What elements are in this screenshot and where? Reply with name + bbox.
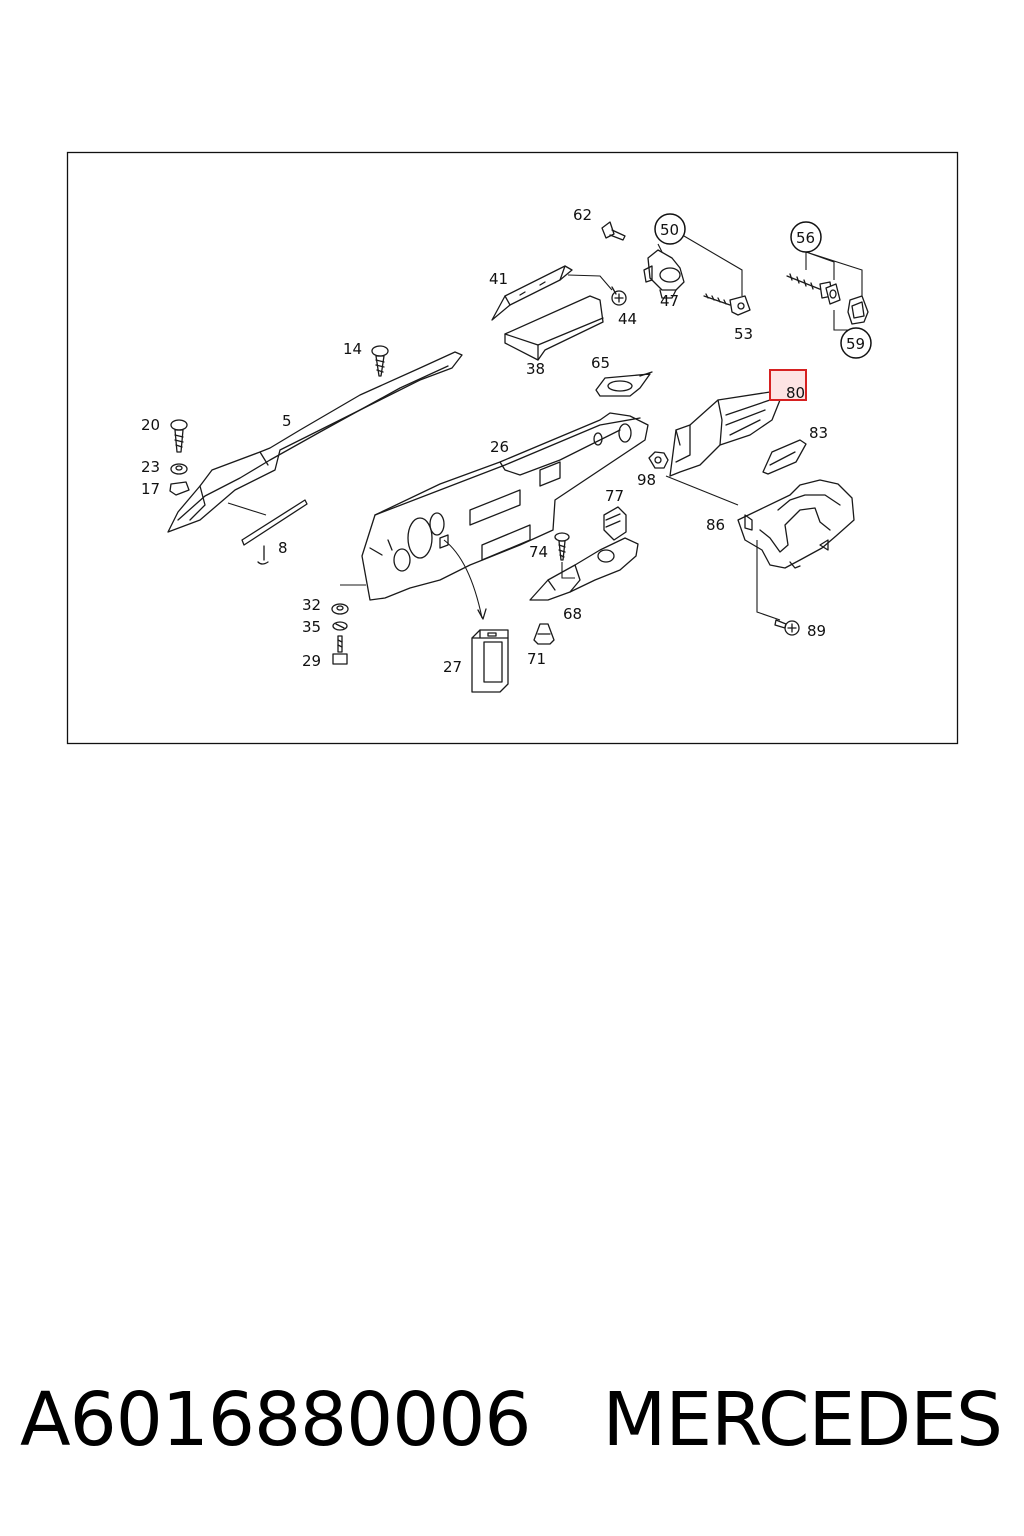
callout-23: 23: [141, 458, 160, 476]
part-23-washer: [170, 463, 188, 475]
brand-name: MERCEDES: [602, 1377, 1003, 1463]
callout-59: 59: [846, 335, 865, 353]
callout-74: 74: [529, 543, 548, 561]
callout-71: 71: [527, 650, 546, 668]
part-44-screw: [611, 286, 627, 306]
part-32-washer: [331, 603, 349, 615]
part-26-dashboard: [340, 412, 649, 620]
part-27-switch-box: [471, 629, 509, 693]
part-71-push-clip: [533, 623, 555, 645]
callout-80-highlight: 80: [769, 369, 807, 402]
part-number: A6016880006: [20, 1377, 531, 1463]
callout-38: 38: [526, 360, 545, 378]
part-89-screw: [774, 619, 800, 636]
callout-98: 98: [637, 471, 656, 489]
part-14-screw: [371, 345, 389, 377]
part-56-key-set: [786, 251, 869, 331]
callout-68: 68: [563, 605, 582, 623]
part-35-spring-washer: [332, 621, 348, 631]
part-8-rod: [227, 499, 308, 565]
diagram-frame: [66, 151, 959, 745]
part-41-bracket: [491, 265, 613, 321]
part-77-clip: [603, 506, 627, 541]
part-83-handle: [762, 439, 807, 475]
callout-32: 32: [302, 596, 321, 614]
callout-29: 29: [302, 652, 321, 670]
callout-50: 50: [660, 221, 679, 239]
part-98-nut: [648, 451, 669, 469]
callout-17: 17: [141, 480, 160, 498]
callout-50-circled: 50: [654, 213, 686, 245]
callout-56: 56: [796, 229, 815, 247]
part-38-cover: [504, 295, 604, 361]
part-53-key: [703, 293, 751, 316]
callout-56-circled: 56: [790, 221, 822, 253]
part-62-screw: [601, 221, 626, 241]
part-47-lock-cylinder: [643, 249, 685, 299]
callout-35: 35: [302, 618, 321, 636]
callout-26: 26: [490, 438, 509, 456]
part-20-screw: [170, 419, 188, 453]
footer: A6016880006 MERCEDES: [0, 1372, 1024, 1472]
callout-20: 20: [141, 416, 160, 434]
callout-41: 41: [489, 270, 508, 288]
part-86-housing: [665, 475, 855, 621]
callout-83: 83: [809, 424, 828, 442]
part-65-gasket: [595, 371, 653, 397]
callout-89: 89: [807, 622, 826, 640]
parts-diagram: 62 41 44 38 47 53 65 14 5 20 23 17 26 8 …: [66, 151, 959, 745]
part-5-trim-strip: [167, 351, 463, 533]
part-17-clip: [169, 481, 190, 496]
callout-62: 62: [573, 206, 592, 224]
part-80-glovebox-frame: [669, 391, 781, 477]
callout-80: 80: [786, 384, 805, 402]
callout-59-circled: 59: [840, 327, 872, 359]
callout-8: 8: [278, 539, 288, 557]
part-74-screw: [554, 532, 575, 579]
highlight-box: [769, 369, 807, 401]
callout-65: 65: [591, 354, 610, 372]
callout-27: 27: [443, 658, 462, 676]
diagram-svg: 62 41 44 38 47 53 65 14 5 20 23 17 26 8 …: [66, 151, 959, 745]
callout-77: 77: [605, 487, 624, 505]
part-29-bolt: [332, 635, 348, 665]
callout-53: 53: [734, 325, 753, 343]
callout-86: 86: [706, 516, 725, 534]
callout-47: 47: [660, 292, 679, 310]
callout-5: 5: [282, 412, 292, 430]
callout-44: 44: [618, 310, 637, 328]
part-68-bracket: [529, 537, 639, 601]
part-50-callout-leaders: [657, 235, 743, 296]
callout-14: 14: [343, 340, 362, 358]
